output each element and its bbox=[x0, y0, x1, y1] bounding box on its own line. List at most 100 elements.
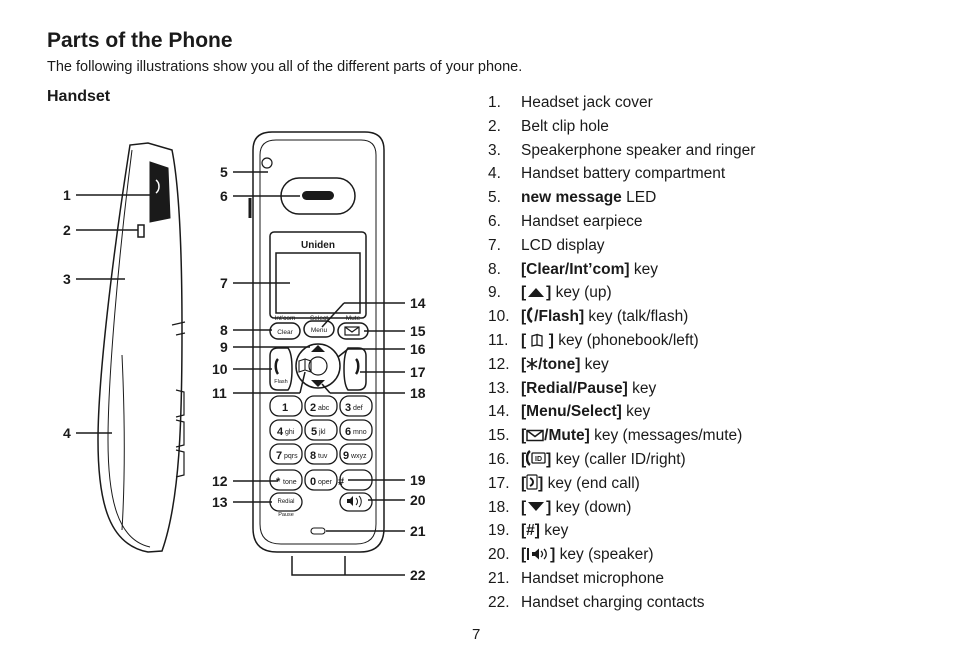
menu-select-key bbox=[303, 320, 335, 338]
star-icon bbox=[526, 357, 538, 370]
end-call-icon bbox=[526, 474, 538, 490]
item-number: 5. bbox=[488, 189, 501, 207]
page-title: Parts of the Phone bbox=[47, 29, 233, 52]
item-number: 13. bbox=[488, 379, 510, 397]
key-6-letters: mno bbox=[353, 429, 367, 436]
keypad-labels: 1 2 abc 3 def 4 ghi 5 jkl 6 mno 7 pqrs 8… bbox=[276, 402, 367, 488]
key-4-letters: ghi bbox=[285, 429, 295, 436]
item-text: LCD display bbox=[521, 236, 605, 254]
item-number: 21. bbox=[488, 569, 510, 587]
key-9-letters: wxyz bbox=[350, 453, 367, 460]
list-item: 21. Handset microphone bbox=[488, 569, 755, 593]
softkey-label-mid: Select bbox=[310, 315, 328, 322]
callout-22: 22 bbox=[410, 567, 426, 583]
talk-flash-key bbox=[269, 347, 293, 391]
item-number: 11. bbox=[488, 331, 509, 349]
item-number: 1. bbox=[488, 94, 501, 111]
handset-front-body bbox=[252, 131, 385, 553]
phonebook-icon bbox=[531, 333, 544, 347]
key-2: 2 bbox=[310, 402, 316, 414]
item-key-open: [ bbox=[521, 474, 527, 492]
list-item: 5.new message LED bbox=[488, 188, 755, 212]
softkey-label-left: Int'com bbox=[275, 315, 296, 322]
list-item: 10.[/Flash] key (talk/flash) bbox=[488, 307, 755, 331]
item-key-close: /tone] bbox=[538, 355, 581, 373]
key-7: 7 bbox=[276, 450, 282, 462]
callout-numbers: 1 2 3 4 5 6 7 8 9 10 11 12 13 14 15 16 1… bbox=[63, 164, 426, 583]
item-text: LED bbox=[621, 189, 657, 207]
section-heading: Handset bbox=[47, 88, 111, 105]
list-item: 11.[ ] key (phonebook/left) bbox=[488, 331, 755, 355]
callout-8: 8 bbox=[220, 322, 228, 338]
item-number: 14. bbox=[488, 403, 510, 421]
item-key: [Clear/Int’com] bbox=[521, 260, 630, 278]
clear-intcom-key bbox=[269, 322, 301, 340]
callout-19: 19 bbox=[410, 472, 426, 488]
item-number: 9. bbox=[488, 284, 501, 302]
callout-13: 13 bbox=[212, 494, 228, 510]
item-text: Handset microphone bbox=[521, 569, 665, 587]
item-key-open: [ bbox=[521, 498, 527, 516]
item-key-open: [ bbox=[521, 308, 527, 326]
list-item: 12.[/tone] key bbox=[488, 355, 755, 379]
item-text: Belt clip hole bbox=[521, 117, 609, 135]
key-hash: # bbox=[338, 476, 344, 488]
callout-6: 6 bbox=[220, 188, 228, 204]
envelope-icon bbox=[526, 429, 544, 442]
item-key-close: ] bbox=[550, 546, 556, 564]
page-number: 7 bbox=[472, 626, 481, 643]
callout-15: 15 bbox=[410, 323, 426, 339]
key-2-letters: abc bbox=[318, 405, 330, 412]
flash-label: Flash bbox=[274, 379, 287, 385]
item-number: 2. bbox=[488, 117, 501, 135]
item-number: 19. bbox=[488, 522, 510, 540]
key-star-label: tone bbox=[283, 479, 297, 486]
list-item: 16.[ID] key (caller ID/right) bbox=[488, 449, 755, 474]
item-number: 12. bbox=[488, 355, 510, 373]
item-number: 7. bbox=[488, 236, 501, 254]
list-item: 3. Speakerphone speaker and ringer bbox=[488, 141, 755, 165]
handset-side-edge bbox=[107, 149, 151, 548]
item-number: 6. bbox=[488, 212, 501, 230]
new-message-led bbox=[261, 157, 273, 169]
item-number: 4. bbox=[488, 165, 501, 183]
list-item: 15.[/Mute] key (messages/mute) bbox=[488, 426, 755, 450]
item-key-close: /Flash] bbox=[534, 308, 585, 326]
softkey-label-right: Mute bbox=[346, 315, 361, 322]
item-key-close: ] bbox=[546, 450, 552, 468]
item-text: key (caller ID/right) bbox=[551, 450, 686, 468]
key-8: 8 bbox=[310, 450, 316, 462]
callout-4: 4 bbox=[63, 425, 71, 441]
menu-key-label: Menu bbox=[311, 327, 328, 334]
callout-3: 3 bbox=[63, 271, 71, 287]
parts-list: 1. Headset jack cover 2. Belt clip hole 3.… bbox=[488, 93, 755, 617]
item-key-open: [ bbox=[521, 284, 527, 302]
list-item: 14.[Menu/Select] key bbox=[488, 402, 755, 426]
belt-clip-hole bbox=[137, 224, 145, 238]
list-item: 4.Handset battery compartment bbox=[488, 164, 755, 188]
key-3: 3 bbox=[345, 402, 351, 414]
list-item: 17.[] key (end call) bbox=[488, 474, 755, 498]
item-key-open: [ bbox=[521, 355, 527, 373]
microphone bbox=[310, 527, 326, 535]
item-key-open: [ bbox=[521, 427, 527, 445]
pause-label: Pause bbox=[278, 512, 294, 518]
item-number: 3. bbox=[488, 141, 501, 159]
down-arrow-icon bbox=[528, 501, 545, 511]
item-text: Headset jack cover bbox=[521, 94, 653, 111]
key-6: 6 bbox=[345, 426, 351, 438]
headset-jack-cover bbox=[149, 161, 171, 223]
item-key: [#] bbox=[521, 522, 540, 540]
callout-5: 5 bbox=[220, 164, 228, 180]
key-3-letters: def bbox=[353, 405, 363, 412]
lcd-frame bbox=[269, 231, 367, 319]
redial-key-label: Redial bbox=[277, 499, 294, 505]
callout-9: 9 bbox=[220, 339, 228, 355]
key-5: 5 bbox=[311, 426, 317, 438]
key-9: 9 bbox=[343, 450, 349, 462]
item-number: 15. bbox=[488, 427, 510, 445]
talk-handset-icon bbox=[527, 307, 533, 324]
item-text: Speakerphone speaker and ringer bbox=[521, 141, 756, 159]
item-key: [Menu/Select] bbox=[521, 403, 622, 421]
